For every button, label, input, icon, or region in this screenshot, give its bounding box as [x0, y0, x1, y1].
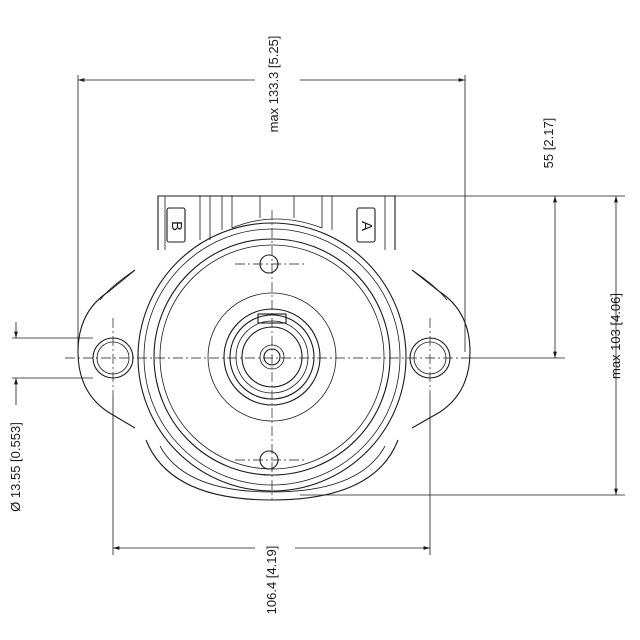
- dimension-right-height: max 103 [4.06]: [608, 196, 623, 495]
- extension-lines: [12, 75, 625, 555]
- port-b-label: B: [168, 221, 185, 231]
- port-b-marker: B: [166, 207, 186, 243]
- port-a-marker: A: [356, 207, 376, 243]
- port-a-label: A: [358, 221, 375, 231]
- dimension-top-width-label: max 133.3 [5.25]: [266, 36, 281, 133]
- dimension-right-height-label: max 103 [4.06]: [608, 293, 623, 379]
- dimension-bottom-width-label: 106.4 [4.19]: [264, 546, 279, 615]
- dimension-shaft-offset-label: 55 [2.17]: [541, 118, 556, 169]
- dimension-hole-diameter: Ø 13.55 [0.553]: [8, 322, 23, 512]
- center-lines: [65, 210, 470, 500]
- dimension-bottom-width: 106.4 [4.19]: [113, 546, 430, 615]
- dimension-shaft-offset: 55 [2.17]: [541, 118, 557, 358]
- housing-outline: [77, 195, 471, 501]
- dimension-hole-diameter-label: Ø 13.55 [0.553]: [8, 422, 23, 512]
- dimension-top-width: max 133.3 [5.25]: [78, 36, 465, 133]
